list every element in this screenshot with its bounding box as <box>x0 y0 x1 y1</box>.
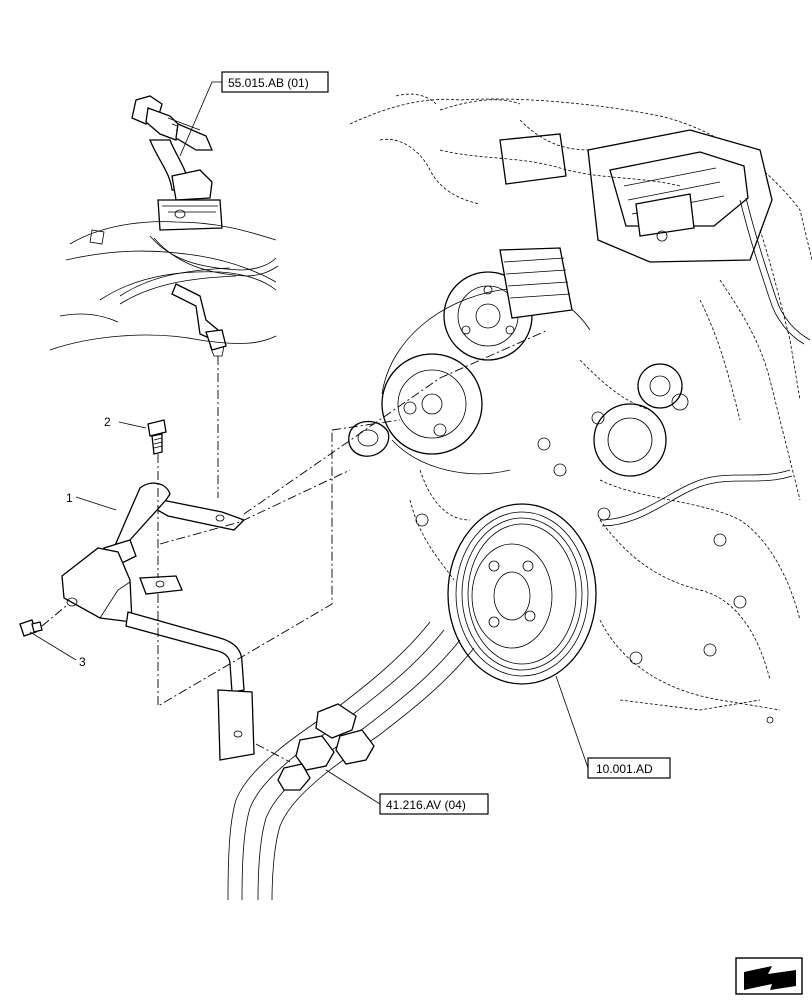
reference-hose[interactable]: 41.216.AV (04) <box>379 793 489 815</box>
reference-engine-label: 10.001.AD <box>596 762 653 776</box>
callout-1: 1 <box>66 491 73 505</box>
bolt-upper <box>147 419 167 455</box>
bolt-lower <box>19 619 43 637</box>
reference-top-label: 55.015.AB (01) <box>228 76 309 90</box>
engine-assembly <box>348 93 812 724</box>
callouts: 2 1 3 <box>29 81 589 805</box>
sensor-harness-view <box>49 95 279 357</box>
reference-engine[interactable]: 10.001.AD <box>587 757 671 779</box>
bracket-part <box>61 482 255 761</box>
reference-top[interactable]: 55.015.AB (01) <box>221 71 329 93</box>
crankshaft-damper <box>447 503 597 685</box>
reference-hose-label: 41.216.AV (04) <box>386 798 466 812</box>
arrow-navigation-icon[interactable] <box>735 957 803 995</box>
callout-3: 3 <box>79 655 86 669</box>
assembly-lines <box>41 329 549 763</box>
hydraulic-hoses <box>227 621 475 901</box>
callout-2: 2 <box>104 415 111 429</box>
